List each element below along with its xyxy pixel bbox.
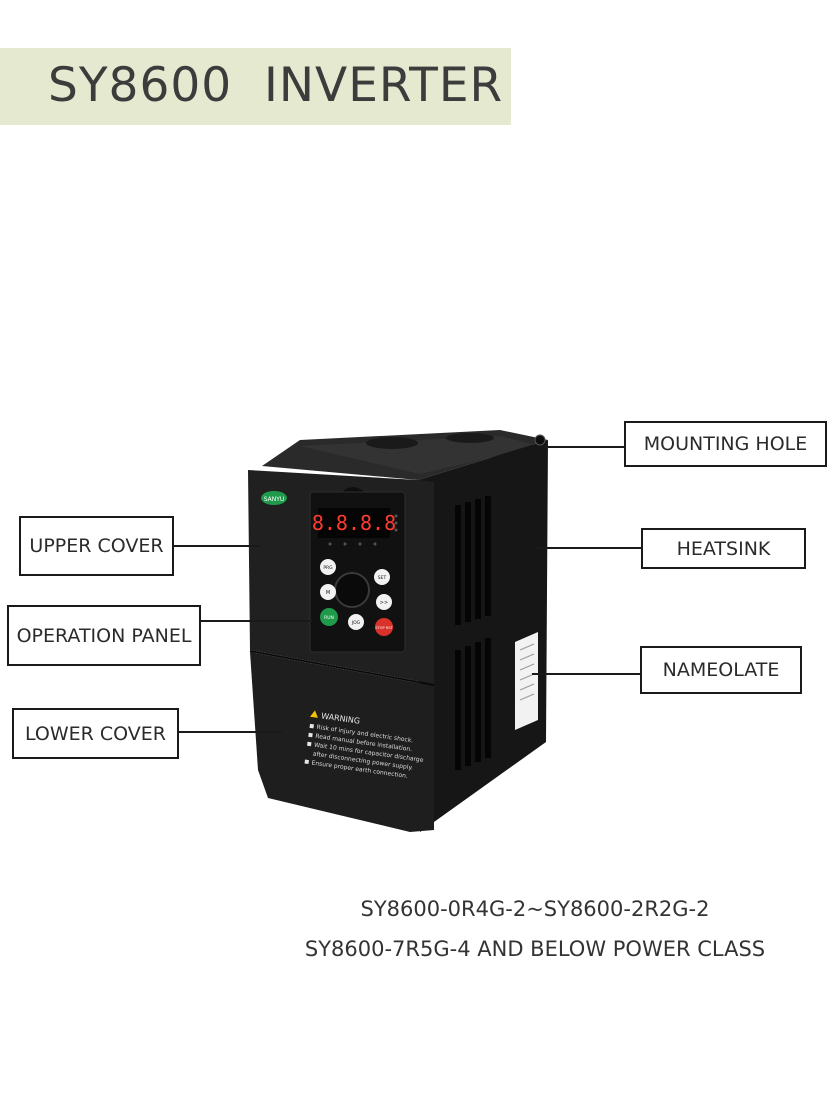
warning-label: WARNING Risk of injury and electric shoc…: [304, 710, 424, 780]
svg-text:JOG: JOG: [351, 620, 361, 626]
label-heatsink: HEATSINK: [641, 528, 806, 569]
svg-text:>>: >>: [380, 600, 388, 606]
brand-logo-text: SANYU: [264, 496, 285, 503]
led-display: [318, 508, 390, 538]
svg-text:PRG: PRG: [323, 565, 333, 571]
nameplate-sticker: [515, 632, 538, 730]
leader-nameplate: [532, 673, 641, 675]
jog-button: [348, 614, 364, 630]
page-title: SY8600 INVERTER: [48, 58, 504, 113]
label-lower-cover: LOWER COVER: [12, 708, 179, 759]
mounting-hole-mark: [534, 434, 546, 446]
leader-mounting-hole: [545, 446, 625, 448]
brand-logo: [261, 491, 287, 505]
caption-line-2: SY8600-7R5G-4 AND BELOW POWER CLASS: [304, 937, 766, 961]
svg-text:M: M: [326, 590, 330, 596]
label-mounting-hole: MOUNTING HOLE: [624, 421, 827, 467]
mf-button: [320, 584, 336, 600]
title-banner: [0, 48, 511, 125]
leader-upper-cover: [172, 545, 260, 547]
leader-lower-cover: [177, 731, 282, 733]
stop-reset-button: [375, 618, 393, 636]
rotary-knob: [334, 572, 370, 608]
lower-cover-face: [250, 652, 434, 832]
caption-line-1: SY8600-0R4G-2~SY8600-2R2G-2: [360, 897, 710, 921]
leader-operation-panel: [198, 620, 312, 622]
heatsink-side: [418, 440, 548, 832]
run-button: [320, 608, 338, 626]
svg-text:RUN: RUN: [324, 615, 334, 621]
label-upper-cover: UPPER COVER: [19, 516, 174, 576]
svg-text:STOP RST: STOP RST: [375, 626, 393, 630]
label-nameplate: NAMEOLATE: [640, 646, 802, 694]
shift-button: [376, 594, 392, 610]
prg-button: [320, 559, 336, 575]
svg-text:SET: SET: [378, 575, 387, 581]
set-button: [374, 569, 390, 585]
led-display-digits: 8.8.8.8: [312, 511, 396, 535]
label-operation-panel: OPERATION PANEL: [7, 605, 201, 666]
leader-heatsink: [535, 547, 641, 549]
